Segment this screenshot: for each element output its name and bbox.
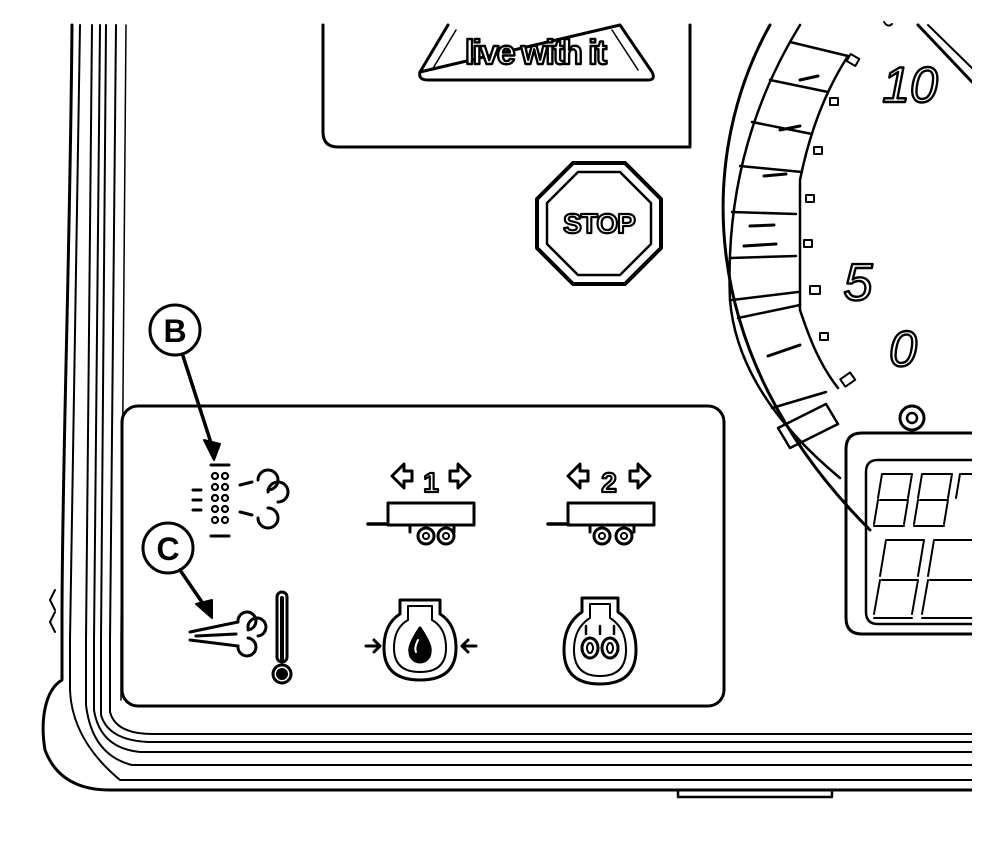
slogan-text: live with it — [465, 34, 607, 72]
cluster-housing — [41, 23, 972, 799]
top-display-panel — [321, 23, 692, 149]
intake-temperature-indicator-icon — [188, 590, 293, 685]
speed-gauge — [721, 21, 972, 532]
callout-c — [141, 521, 213, 619]
gauge-label-5: 5 — [844, 254, 874, 312]
air-filter-indicator-icon — [191, 463, 290, 538]
trailer-2-indicator-icon — [546, 462, 656, 546]
trailer-2-number: 2 — [601, 467, 617, 498]
callout-c-label: C — [156, 531, 179, 567]
trailer-1-indicator-icon — [366, 462, 476, 546]
callout-b-label: B — [163, 313, 186, 349]
gauge-label-10: 10 — [882, 57, 938, 113]
mounting-screw — [898, 404, 926, 432]
fuel-filter-indicator-icon — [364, 598, 478, 682]
callout-b — [148, 303, 221, 461]
engine-preheat-indicator-icon — [562, 596, 638, 686]
digital-display — [844, 431, 972, 636]
gauge-label-0: 0 — [889, 321, 917, 377]
indicator-panel — [120, 404, 726, 708]
trailer-1-number: 1 — [423, 467, 439, 498]
stop-label: STOP — [563, 208, 635, 239]
stop-warning-icon — [535, 161, 663, 286]
